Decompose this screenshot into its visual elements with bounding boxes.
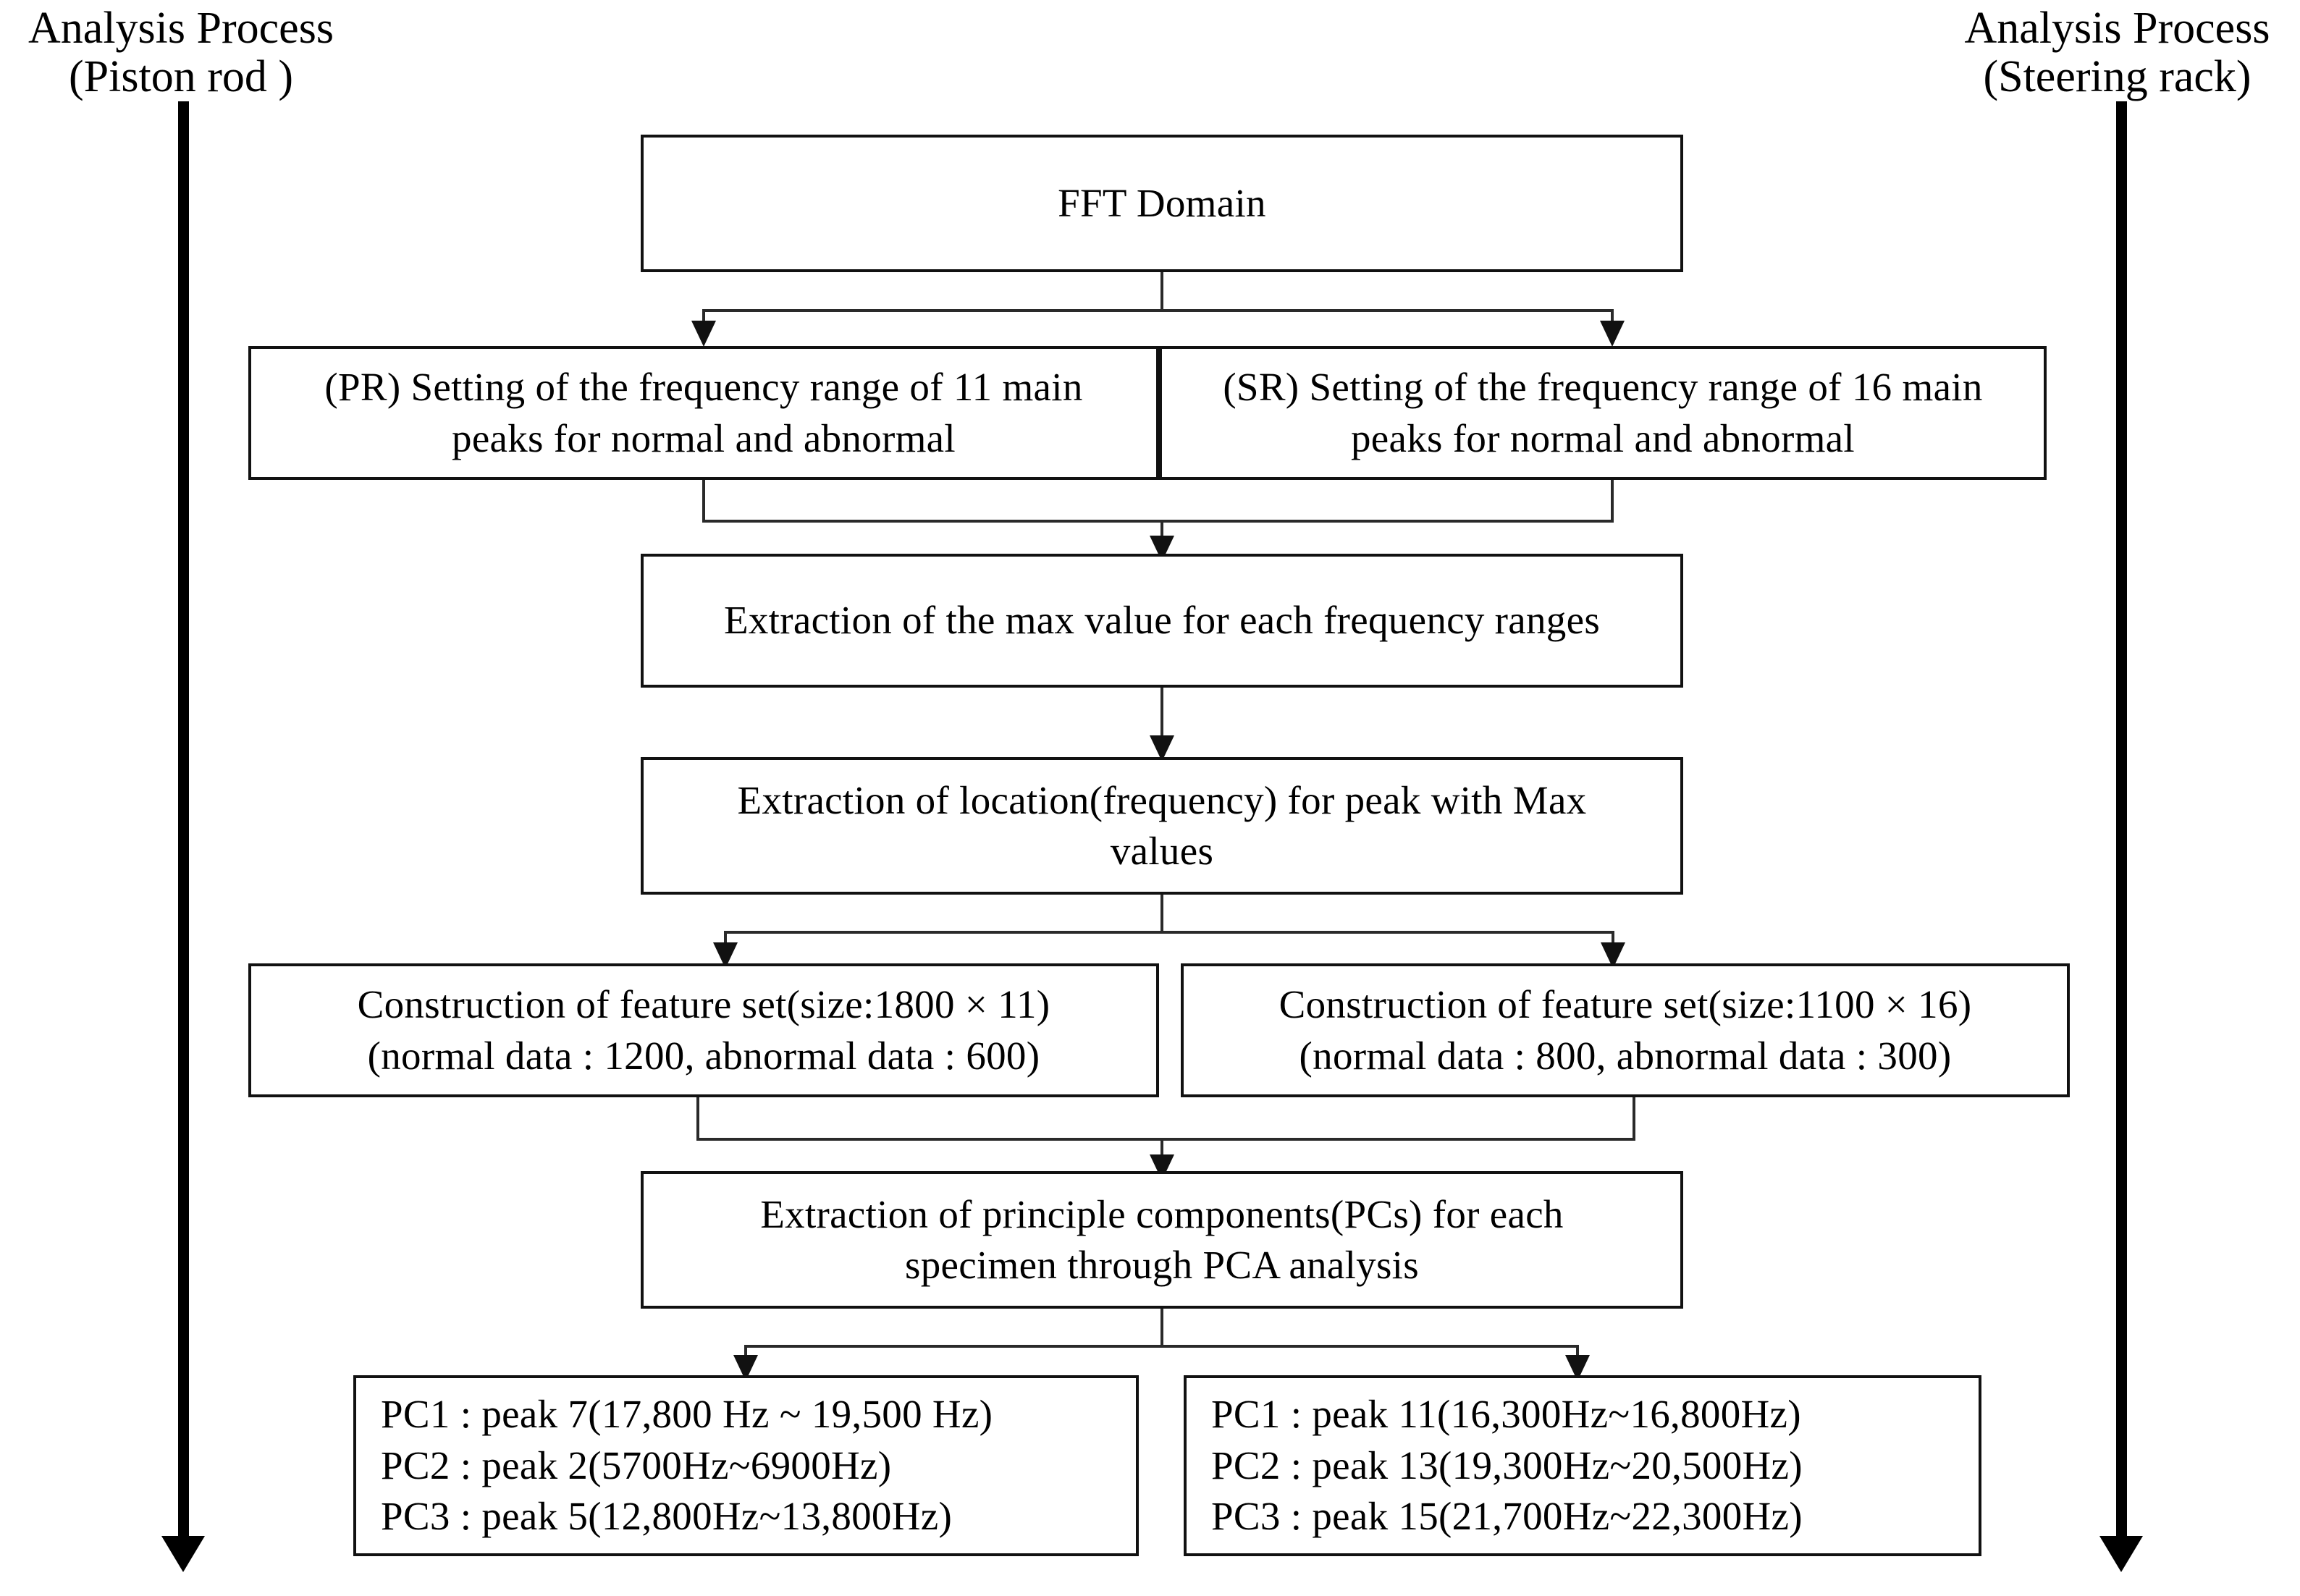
node-sr-setting[interactable]: (SR) Setting of the frequency range of 1… bbox=[1159, 346, 2047, 480]
node-feature-set-sr-text: Construction of feature set(size:1100 × … bbox=[1279, 982, 1972, 1078]
arrowhead-fft-to-sr bbox=[1600, 321, 1625, 347]
node-pc-results-piston-rod-text: PC1 : peak 7(17,800 Hz ~ 19,500 Hz) PC2 … bbox=[381, 1392, 993, 1539]
process-arrow-head-right bbox=[2099, 1536, 2143, 1572]
process-arrow-shaft-left bbox=[178, 101, 189, 1538]
connector-pr-merge-stem bbox=[702, 480, 705, 521]
connector-fft-stem bbox=[1160, 272, 1163, 311]
node-feature-set-sr[interactable]: Construction of feature set(size:1100 × … bbox=[1181, 963, 2070, 1097]
connector-fft-split-bar bbox=[702, 309, 1614, 312]
connector-feature-sr-merge-stem bbox=[1633, 1097, 1635, 1139]
process-arrow-shaft-right bbox=[2116, 101, 2127, 1538]
analysis-process-label-steering-rack: Analysis Process (Steering rack) bbox=[1964, 4, 2270, 101]
connector-location-stem bbox=[1160, 895, 1163, 932]
node-pca-extraction[interactable]: Extraction of principle components(PCs) … bbox=[641, 1171, 1683, 1309]
node-pc-results-steering-rack[interactable]: PC1 : peak 11(16,300Hz~16,800Hz) PC2 : p… bbox=[1184, 1375, 1981, 1556]
connector-pca-stem bbox=[1160, 1309, 1163, 1346]
node-pca-extraction-text: Extraction of principle components(PCs) … bbox=[760, 1191, 1564, 1287]
node-location-extraction[interactable]: Extraction of location(frequency) for pe… bbox=[641, 757, 1683, 895]
connector-feature-merge-bar bbox=[696, 1138, 1635, 1141]
connector-merge-bar-top bbox=[702, 520, 1614, 523]
node-max-value[interactable]: Extraction of the max value for each fre… bbox=[641, 554, 1683, 688]
node-feature-set-pr[interactable]: Construction of feature set(size:1800 × … bbox=[248, 963, 1159, 1097]
process-arrow-head-left bbox=[161, 1536, 205, 1572]
connector-max-to-location bbox=[1160, 688, 1163, 756]
node-fft-domain-text: FFT Domain bbox=[1058, 180, 1266, 225]
node-pc-results-piston-rod[interactable]: PC1 : peak 7(17,800 Hz ~ 19,500 Hz) PC2 … bbox=[353, 1375, 1139, 1556]
analysis-process-label-piston-rod: Analysis Process (Piston rod ) bbox=[28, 4, 334, 101]
node-location-extraction-text: Extraction of location(frequency) for pe… bbox=[737, 777, 1587, 873]
connector-feature-pr-merge-stem bbox=[696, 1097, 699, 1139]
node-pr-setting[interactable]: (PR) Setting of the frequency range of 1… bbox=[248, 346, 1159, 480]
arrowhead-fft-to-pr bbox=[691, 321, 716, 347]
connector-pca-split-bar bbox=[744, 1345, 1578, 1348]
node-pc-results-steering-rack-text: PC1 : peak 11(16,300Hz~16,800Hz) PC2 : p… bbox=[1211, 1392, 1803, 1539]
node-sr-setting-text: (SR) Setting of the frequency range of 1… bbox=[1223, 365, 1983, 460]
connector-location-split-bar bbox=[724, 931, 1614, 934]
node-max-value-text: Extraction of the max value for each fre… bbox=[723, 598, 1601, 643]
node-feature-set-pr-text: Construction of feature set(size:1800 × … bbox=[357, 982, 1050, 1078]
node-fft-domain[interactable]: FFT Domain bbox=[641, 135, 1683, 272]
node-pr-setting-text: (PR) Setting of the frequency range of 1… bbox=[324, 365, 1083, 460]
connector-sr-merge-stem bbox=[1611, 480, 1614, 521]
